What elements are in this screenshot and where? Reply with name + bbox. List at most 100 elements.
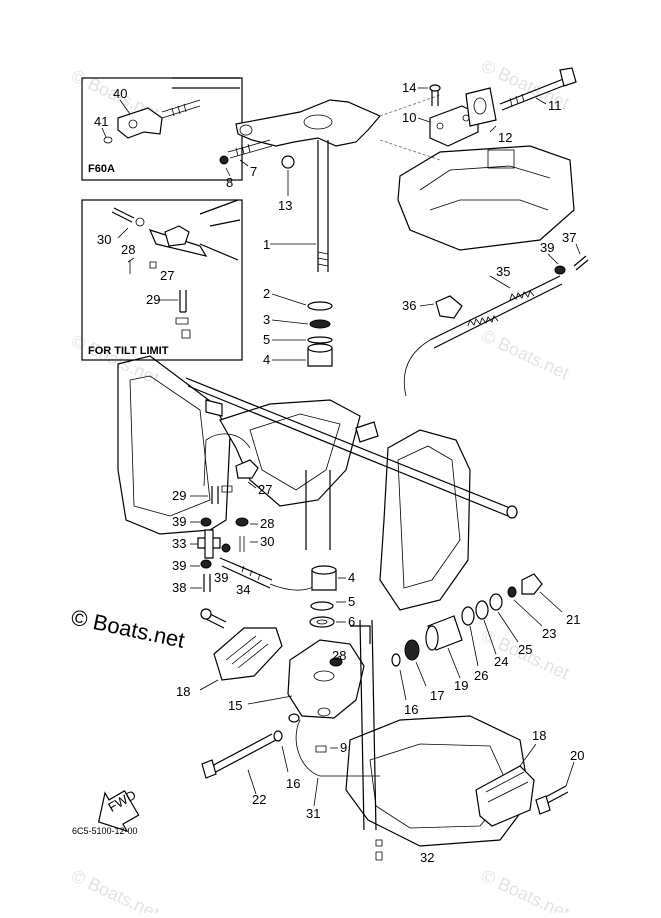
- callout-19: 19: [454, 678, 468, 693]
- plate-hole: [473, 97, 487, 115]
- callout-24: 24: [494, 654, 508, 669]
- oring-part-5: [307, 336, 333, 344]
- callout-9: 9: [340, 740, 347, 755]
- ghost-housing: [199, 199, 241, 261]
- pin-part-37: [573, 255, 589, 271]
- tilt-limit-assembly: 29 39 33 39 38 39 34 28 30 27: [172, 433, 331, 597]
- bracket-part-40: [117, 107, 163, 139]
- bolt-threads: [509, 93, 525, 107]
- callout-15: 15: [228, 698, 242, 713]
- bushing-part-13: [281, 155, 295, 169]
- inset-title-f60a: F60A: [88, 163, 115, 175]
- bushing-top: [307, 343, 333, 353]
- washer-part-2: [307, 301, 333, 311]
- clip-part-36: [435, 295, 463, 319]
- clip-part-28: [235, 517, 249, 527]
- leader-line: [489, 125, 497, 133]
- rod-part-35: [429, 275, 563, 349]
- lower-shaft: [305, 470, 331, 550]
- leader-line: [247, 769, 257, 795]
- screw-part: [161, 99, 201, 119]
- callout-18: 18: [176, 684, 190, 699]
- leader-line: [447, 647, 461, 679]
- callout-3: 3: [263, 312, 270, 327]
- lower-arm-15: [287, 639, 365, 719]
- leader-line: [415, 661, 427, 687]
- callout-39: 39: [214, 570, 228, 585]
- callout-5b: 5: [348, 594, 355, 609]
- callout-39: 39: [540, 240, 554, 255]
- leader-line: [247, 481, 257, 489]
- bolt-head: [535, 795, 551, 815]
- callout-26: 26: [474, 668, 488, 683]
- callout-1: 1: [263, 237, 270, 252]
- callout-2: 2: [263, 286, 270, 301]
- shaft-end: [506, 505, 518, 519]
- callout-35: 35: [496, 264, 510, 279]
- leader-line: [239, 159, 249, 167]
- cover-ribs: [485, 771, 529, 803]
- bracket-part: [350, 625, 371, 644]
- lower-rubber-mount: 16 17 19 26 24 25 23 21: [391, 573, 580, 717]
- ghost-link: [379, 139, 441, 161]
- washer-part-39: [200, 517, 212, 527]
- callout-30: 30: [260, 534, 274, 549]
- leader-line: [497, 611, 519, 643]
- cover-ribs: [225, 635, 269, 669]
- mount-hole: [436, 122, 444, 130]
- leader-line: [547, 253, 559, 265]
- leader-line: [199, 679, 219, 691]
- callout-12: 12: [498, 130, 512, 145]
- arm-bore: [303, 114, 333, 130]
- callout-11: 11: [548, 98, 562, 113]
- engine-base: [397, 145, 575, 251]
- nut-part-8: [219, 155, 229, 165]
- watermark-text: © Boats.net: [478, 865, 572, 913]
- nut-part: [149, 261, 157, 269]
- hose-ribs: [241, 565, 261, 581]
- mount-cover-18: [213, 627, 283, 681]
- shaft-bushings-lower: 4 5 6: [309, 565, 355, 629]
- mount-plate-12: [465, 87, 497, 127]
- callout-32: 32: [420, 850, 434, 865]
- ghost-housing: [172, 77, 240, 89]
- leader-line: [489, 275, 511, 289]
- nut-part-39: [554, 265, 566, 275]
- leader-line: [469, 625, 479, 667]
- wire-terminal: [288, 713, 300, 723]
- washer-hole: [316, 619, 328, 625]
- washer-part-16: [391, 653, 401, 667]
- engine-base-detail: [419, 165, 551, 211]
- leader-line: [225, 167, 231, 177]
- shaft-splines: [317, 251, 329, 267]
- steering-assembly: 1: [235, 94, 441, 272]
- leader-line: [119, 99, 131, 115]
- callout-16: 16: [286, 776, 300, 791]
- callout-20: 20: [570, 748, 584, 763]
- clamp-part-27: [164, 225, 190, 247]
- arrow-icon: [97, 790, 140, 833]
- washer-part-23: [507, 586, 517, 598]
- washer-part-26: [461, 606, 475, 626]
- bolt-head: [429, 84, 441, 92]
- callout-17: 17: [430, 688, 444, 703]
- lower-housing: 18 20: [345, 619, 584, 847]
- callout-37: 37: [562, 230, 576, 245]
- callout-40: 40: [113, 86, 127, 101]
- oring-part-5: [310, 601, 334, 611]
- small-fasteners-top: 7 8 13: [219, 139, 295, 213]
- swivel-bracket-housing: [117, 355, 518, 611]
- bolt-head: [559, 67, 577, 87]
- clamp-bracket-right: [379, 429, 471, 611]
- leader-line: [483, 619, 497, 655]
- callout-25: 25: [518, 642, 532, 657]
- callout-4: 4: [263, 352, 270, 367]
- callout-4b: 4: [348, 570, 355, 585]
- pin-part-38: [203, 574, 211, 592]
- mount-bracket-10: [429, 105, 479, 147]
- hose-part-34: [219, 557, 273, 589]
- watermark-text: © Boats.net: [68, 865, 162, 913]
- ground-wire-31: [295, 719, 380, 777]
- nut-part-41: [103, 136, 113, 144]
